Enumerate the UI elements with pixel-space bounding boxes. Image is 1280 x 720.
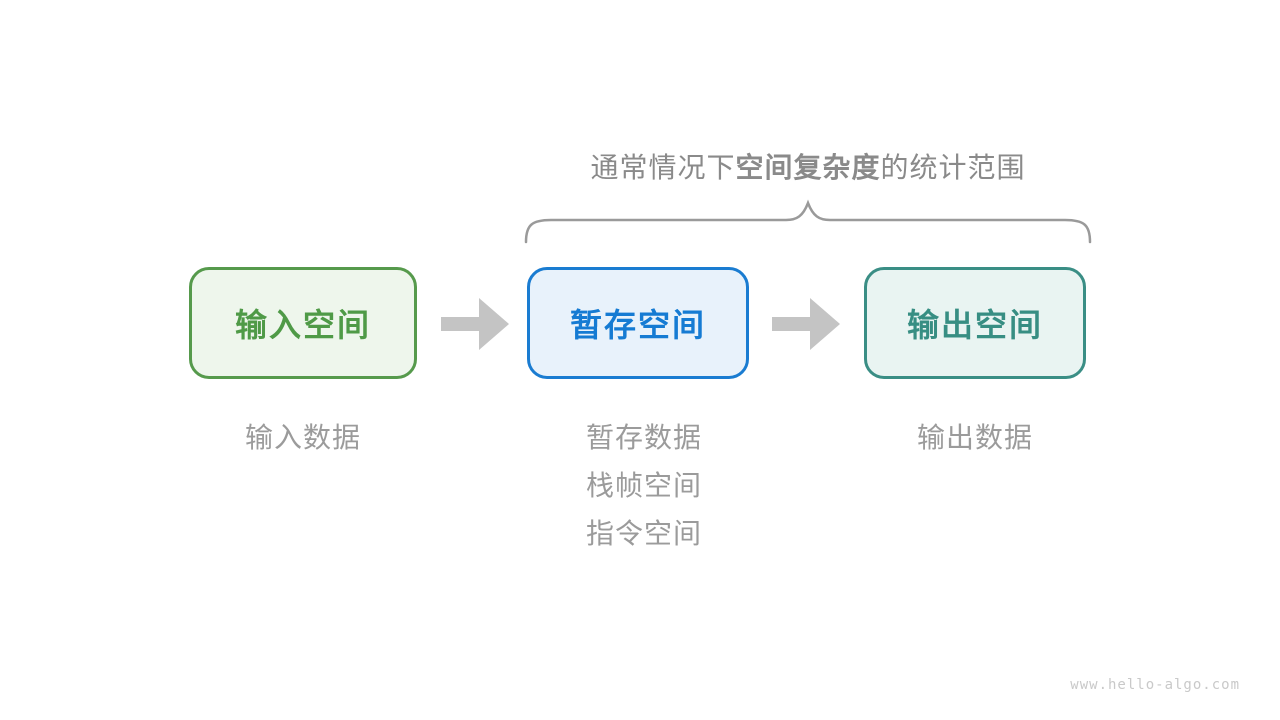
box-output-space-label: 输出空间	[906, 307, 1043, 343]
box-input-space-label: 输入空间	[234, 307, 371, 343]
scope-title-prefix: 通常情况下	[590, 152, 736, 183]
scope-title-suffix: 的统计范围	[880, 152, 1026, 183]
box-output-space: 输出空间	[864, 267, 1086, 379]
box-temp-space-label: 暂存空间	[569, 307, 706, 343]
note-input-data: 输入数据	[244, 422, 361, 453]
note-temp-list: 暂存数据 栈帧空间 指令空间	[586, 414, 702, 558]
arrow-right-icon	[772, 298, 840, 350]
box-temp-space: 暂存空间	[527, 267, 749, 379]
scope-title: 通常情况下空间复杂度的统计范围	[520, 146, 1096, 186]
watermark: www.hello-algo.com	[1070, 677, 1240, 693]
note-temp-data: 暂存数据	[586, 422, 703, 453]
note-stack-frame-space: 栈帧空间	[586, 470, 703, 501]
note-output-data: 输出数据	[916, 422, 1033, 453]
brace-icon	[524, 199, 1092, 244]
box-input-space: 输入空间	[189, 267, 417, 379]
note-instruction-space: 指令空间	[586, 518, 703, 549]
scope-title-emphasis: 空间复杂度	[735, 152, 881, 183]
arrow-right-icon	[441, 298, 509, 350]
